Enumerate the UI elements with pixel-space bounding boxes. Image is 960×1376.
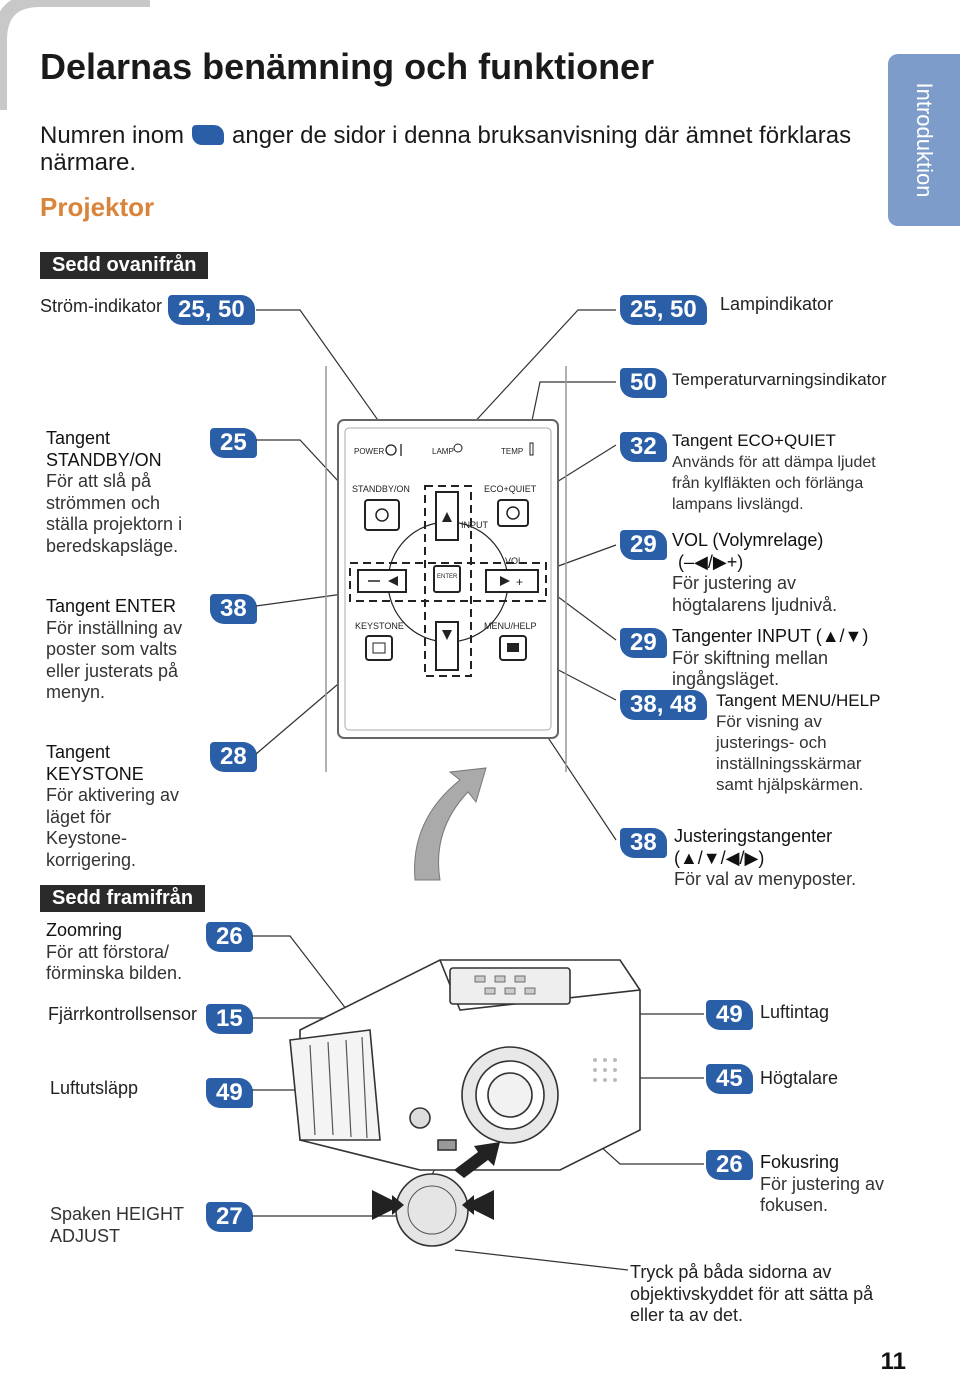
- page-number: 11: [880, 1348, 906, 1375]
- remote-sensor-label: Fjärrkontrollsensor: [48, 1004, 198, 1024]
- zoom-description: Zoomring För att förstora/ förminska bil…: [46, 920, 206, 985]
- vol-pages[interactable]: 29: [620, 530, 667, 560]
- standby-description: Tangent STANDBY/ON För att slå på strömm…: [46, 428, 206, 557]
- enter-desc: För inställning av poster som valts elle…: [46, 617, 183, 703]
- input-title: Tangenter INPUT (▲/▼): [672, 626, 869, 646]
- speaker-label: Högtalare: [760, 1068, 839, 1088]
- press-left-arrow-icon: [372, 1190, 404, 1220]
- menu-description: Tangent MENU/HELP För visning av justeri…: [716, 690, 896, 795]
- vol-title: VOL (Volymrelage): [672, 530, 824, 550]
- menu-desc: För visning av justerings- och inställni…: [716, 712, 864, 794]
- remote-sensor-pages[interactable]: 15: [206, 1004, 253, 1034]
- standby-desc: För att slå på strömmen och ställa proje…: [46, 471, 183, 556]
- focus-pages[interactable]: 26: [706, 1150, 753, 1180]
- panel-lamp-label: LAMP: [432, 447, 454, 456]
- adjust-desc: För val av menyposter.: [674, 869, 857, 889]
- page-title: Delarnas benämning och funktioner: [40, 46, 655, 87]
- panel-menu-label: MENU/HELP: [484, 621, 537, 631]
- projector-body: [289, 959, 641, 1171]
- eco-description: Tangent ECO+QUIET Används för att dämpa …: [672, 430, 892, 515]
- adjust-title: Justeringstangenter: [674, 826, 833, 846]
- standby-pages[interactable]: 25: [210, 428, 257, 458]
- side-tab[interactable]: Introduktion: [888, 54, 960, 226]
- exhaust-pages[interactable]: 49: [206, 1078, 253, 1108]
- top-view-heading: Sedd ovanifrån: [40, 252, 209, 279]
- input-pages[interactable]: 29: [620, 628, 667, 658]
- enter-title: Tangent ENTER: [46, 596, 177, 616]
- speaker-pages[interactable]: 45: [706, 1064, 753, 1094]
- adjust-pages[interactable]: 38: [620, 828, 667, 858]
- page-badge-icon: [192, 125, 225, 145]
- enter-description: Tangent ENTER För inställning av poster …: [46, 596, 206, 704]
- intake-pages[interactable]: 49: [706, 1000, 753, 1030]
- zoom-pages[interactable]: 26: [206, 922, 253, 952]
- lens-cap-note: Tryck på båda sidorna av objektivskyddet…: [630, 1262, 874, 1325]
- vol-desc: För justering av högtalarens ljudnivå.: [672, 573, 838, 615]
- keystone-desc: För aktivering av läget för Keystone-kor…: [46, 785, 180, 870]
- focus-title: Fokusring: [760, 1152, 840, 1172]
- height-pages[interactable]: 27: [206, 1202, 253, 1232]
- eco-desc: Används för att dämpa ljudet från kylflä…: [672, 454, 876, 513]
- temp-indicator-pages[interactable]: 50: [620, 368, 667, 398]
- adjust-symbols: (▲/▼/◀/▶): [674, 847, 765, 868]
- turn-arrow-icon: [414, 767, 487, 881]
- input-desc: För skiftning mellan ingångsläget.: [672, 647, 829, 690]
- keystone-description: Tangent KEYSTONE För aktivering av läget…: [46, 742, 186, 871]
- eco-title: Tangent ECO+QUIET: [672, 431, 836, 450]
- intro-before: Numren inom: [40, 122, 185, 149]
- focus-description: Fokusring För justering av fokusen.: [760, 1152, 890, 1217]
- front-view-heading: Sedd framifrån: [40, 885, 206, 912]
- zoom-desc: För att förstora/ förminska bilden.: [46, 941, 183, 984]
- panel-standby-label: STANDBY/ON: [352, 484, 410, 494]
- enter-pages[interactable]: 38: [210, 594, 257, 624]
- double-arrow-icon: [454, 1142, 500, 1178]
- power-indicator-pages[interactable]: 25, 50: [168, 295, 255, 325]
- exhaust-label: Luftutsläpp: [50, 1078, 139, 1098]
- focus-desc: För justering av fokusen.: [760, 1173, 885, 1216]
- panel-vol-label: VOL: [505, 556, 523, 566]
- zoom-title: Zoomring: [46, 920, 123, 940]
- press-right-arrow-icon: [462, 1190, 494, 1220]
- lamp-indicator-label: Lampindikator: [720, 294, 834, 314]
- panel-eco-label: ECO+QUIET: [484, 484, 537, 494]
- vol-description: VOL (Volymrelage) (–◀/▶+) För justering …: [672, 530, 872, 616]
- lens-cap: [395, 1173, 469, 1247]
- intake-label: Luftintag: [760, 1002, 830, 1022]
- menu-title: Tangent MENU/HELP: [716, 691, 881, 710]
- panel-input-label: INPUT: [461, 520, 489, 530]
- standby-title: Tangent STANDBY/ON: [46, 428, 162, 470]
- corner-decoration: [0, 0, 150, 110]
- adjust-description: Justeringstangenter (▲/▼/◀/▶) För val av…: [674, 826, 884, 891]
- control-panel: POWER LAMP TEMP STANDBY/ON ECO+QUIET INP…: [325, 366, 567, 772]
- panel-enter-label: ENTER: [437, 574, 458, 580]
- keystone-title: Tangent KEYSTONE: [46, 742, 144, 784]
- temp-indicator-label: Temperaturvarningsindikator: [672, 370, 887, 389]
- input-description: Tangenter INPUT (▲/▼) För skiftning mell…: [672, 626, 892, 691]
- panel-temp-label: TEMP: [501, 447, 523, 456]
- menu-pages[interactable]: 38, 48: [620, 690, 707, 720]
- eco-pages[interactable]: 32: [620, 432, 667, 462]
- height-label: Spaken HEIGHT ADJUST: [50, 1204, 184, 1246]
- panel-power-label: POWER: [354, 447, 384, 456]
- intro-after: anger de sidor i denna bruksanvisning dä…: [40, 122, 852, 176]
- power-indicator-label: Ström-indikator: [40, 296, 163, 316]
- svg-text:+: +: [516, 575, 523, 589]
- panel-keystone-label: KEYSTONE: [355, 621, 404, 631]
- vol-symbols: (–◀/▶+): [678, 551, 744, 572]
- keystone-pages[interactable]: 28: [210, 742, 257, 772]
- lamp-indicator-pages[interactable]: 25, 50: [620, 295, 707, 325]
- section-heading: Projektor: [40, 192, 155, 222]
